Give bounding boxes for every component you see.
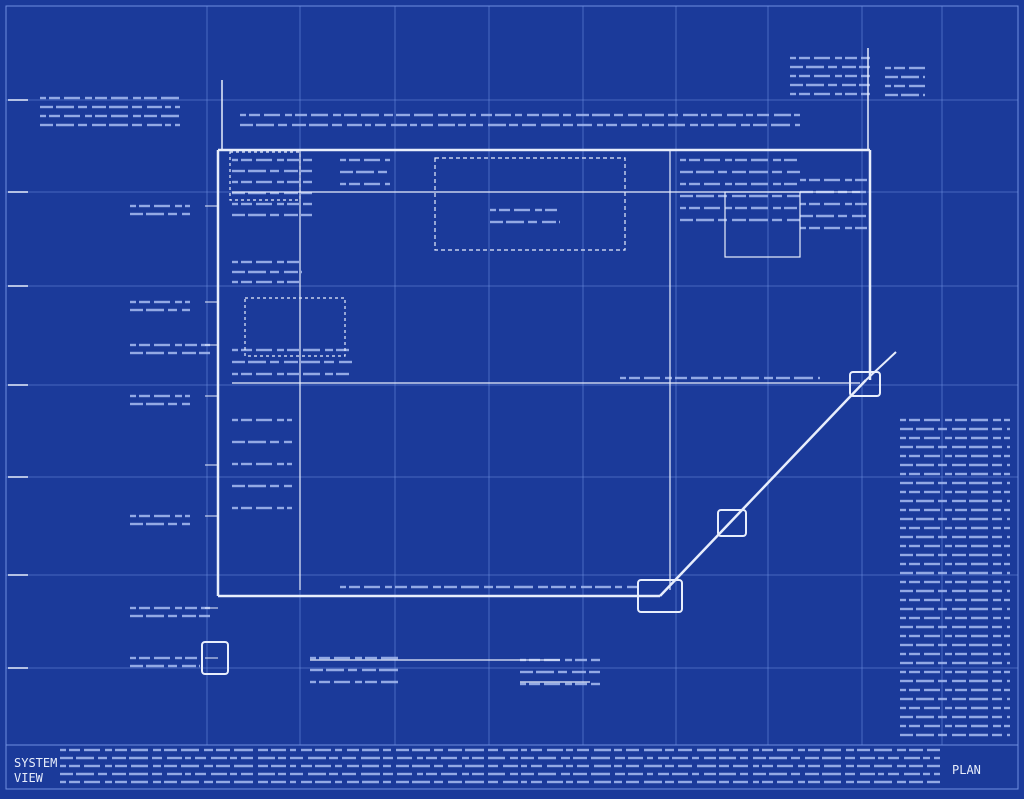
- title-block-sheet-label: PLAN: [952, 763, 981, 777]
- title-block-view: VIEW: [14, 771, 43, 785]
- room-outline-dashed: [434, 157, 626, 251]
- room-outline-dashed: [229, 151, 301, 201]
- title-block-name: SYSTEM: [14, 756, 58, 770]
- plan-outline: [8, 48, 897, 683]
- room-outline-dashed: [244, 297, 346, 357]
- sheet-border: [5, 5, 1019, 790]
- annotation-text-lines: [40, 56, 1010, 784]
- grid-lines: [5, 5, 1019, 790]
- room-outline: [724, 191, 801, 258]
- column-box-bottom: [637, 579, 683, 613]
- column-box-right: [849, 371, 881, 397]
- wall-diagonal: [659, 379, 867, 597]
- column-box-left: [201, 641, 229, 675]
- column-box-diagonal: [717, 509, 747, 537]
- diagonal-extension: [865, 351, 897, 381]
